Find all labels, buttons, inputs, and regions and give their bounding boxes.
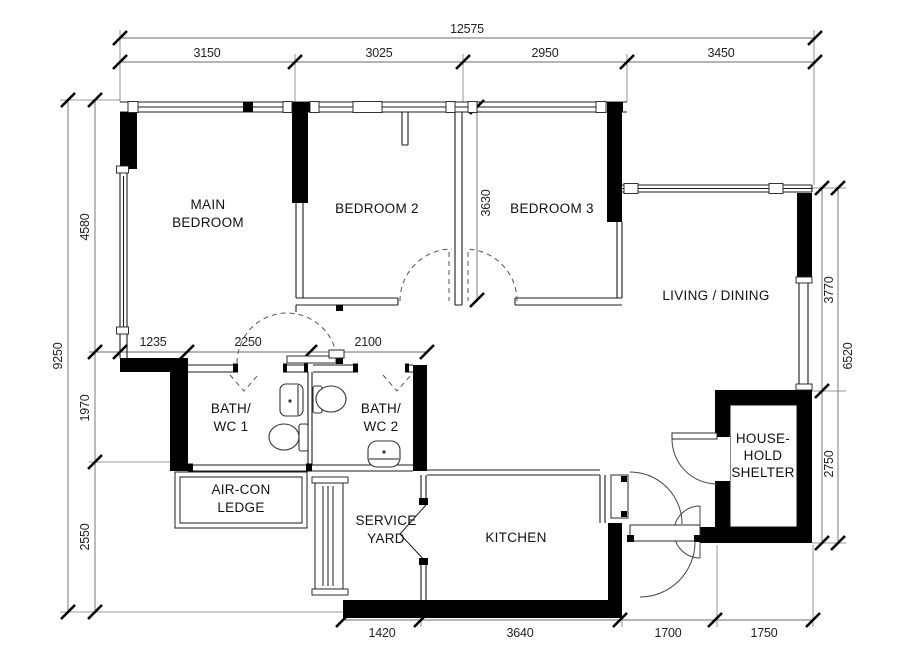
room-label-main-bedroom-line1: MAIN <box>191 197 226 212</box>
bedroom2-door-swing <box>399 248 453 302</box>
room-label-bedroom-3: BEDROOM 3 <box>510 201 594 216</box>
walls <box>120 102 812 618</box>
dim-bottom-seg-1: 1420 <box>368 626 395 640</box>
bath2-toilet <box>312 385 347 414</box>
dim-top-seg-1: 3150 <box>193 46 220 60</box>
dim-top-seg-2: 3025 <box>365 46 392 60</box>
fixtures <box>229 374 412 468</box>
bath2-sink <box>367 440 401 468</box>
dim-hall-seg-2: 2250 <box>234 335 261 349</box>
dim-bottom-seg-4: 1750 <box>750 626 777 640</box>
bath2-door-leaf <box>328 349 345 359</box>
room-labels: MAIN BEDROOM BEDROOM 2 BEDROOM 3 LIVING … <box>172 197 794 546</box>
room-label-main-bedroom-line2: BEDROOM <box>172 215 244 230</box>
shelter-door-leaf <box>671 432 718 440</box>
service-yard-louver <box>311 476 349 596</box>
dim-left-seg-2: 1970 <box>78 394 92 421</box>
room-label-bath2-line2: WC 2 <box>364 419 399 434</box>
dim-bottom-seg-3: 1700 <box>654 626 681 640</box>
window-sills <box>116 101 813 391</box>
room-label-bath1-line1: BATH/ <box>211 401 251 416</box>
bath1-sink <box>279 383 304 417</box>
household-shelter-walls <box>714 390 812 543</box>
dim-hall-seg-3: 2100 <box>354 335 381 349</box>
doors <box>236 248 718 598</box>
aircon-ledge-outline <box>174 471 308 529</box>
room-label-living-dining: LIVING / DINING <box>662 288 769 303</box>
dimension-ticks <box>60 30 846 628</box>
dim-top-seg-3: 2950 <box>531 46 558 60</box>
room-label-bedroom-2: BEDROOM 2 <box>335 201 419 216</box>
room-label-bath2-line1: BATH/ <box>361 401 401 416</box>
shelter-door-swing <box>671 438 718 485</box>
room-label-shelter-line3: SHELTER <box>731 465 794 480</box>
room-label-aircon-line2: LEDGE <box>217 500 264 515</box>
dim-left-seg-1: 4580 <box>78 213 92 240</box>
bath1-toilet <box>268 423 309 452</box>
bath1-door-swing <box>236 312 338 364</box>
room-label-shelter-line2: HOLD <box>744 448 783 463</box>
shower-symbol-bath1 <box>229 374 259 392</box>
dim-right-seg-1: 3770 <box>822 276 836 303</box>
dim-right-seg-2: 2750 <box>822 450 836 477</box>
dim-left-total: 9250 <box>51 342 65 369</box>
dim-top-total: 12575 <box>450 22 484 36</box>
shower-symbol-bath2 <box>382 374 412 392</box>
room-label-bath1-line2: WC 1 <box>214 419 249 434</box>
bifold-door-symbol <box>399 504 427 563</box>
entrance-door-leaf <box>629 524 701 542</box>
kitchen-door-leaf <box>610 474 629 519</box>
room-label-aircon-line1: AIR-CON <box>211 482 270 497</box>
dimension-labels: 12575 3150 3025 2950 3450 9250 4580 1970… <box>51 22 855 640</box>
room-label-shelter-line1: HOUSE- <box>736 431 790 446</box>
entrance-door-swing <box>629 471 701 598</box>
bedroom3-door-swing <box>464 248 518 302</box>
dim-right-total: 6520 <box>841 342 855 369</box>
dim-bottom-seg-2: 3640 <box>506 626 533 640</box>
thin-walls <box>119 101 813 600</box>
dim-top-seg-4: 3450 <box>707 46 734 60</box>
room-label-kitchen: KITCHEN <box>485 530 546 545</box>
dim-left-seg-3: 2550 <box>78 523 92 550</box>
dim-hall-seg-1: 1235 <box>139 335 166 349</box>
room-label-service-yard-line1: SERVICE <box>355 513 416 528</box>
room-label-service-yard-line2: YARD <box>367 531 405 546</box>
dim-bedroom3-depth: 3630 <box>479 189 493 216</box>
